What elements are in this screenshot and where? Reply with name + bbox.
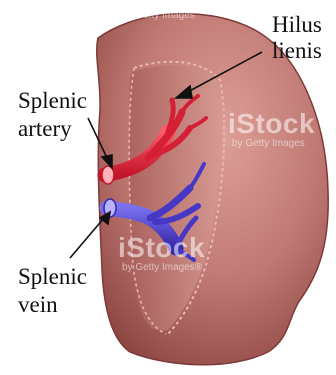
hilus-label-line2: lienis: [272, 38, 322, 64]
vein-label-line1: Splenic: [18, 264, 87, 290]
hilus-label-line1: Hilus: [272, 12, 322, 38]
artery-label-line1: Splenic: [18, 88, 87, 114]
vein-pointer: [70, 218, 104, 258]
artery-label-line2: artery: [18, 116, 72, 142]
vein-label-line2: vein: [18, 292, 58, 318]
